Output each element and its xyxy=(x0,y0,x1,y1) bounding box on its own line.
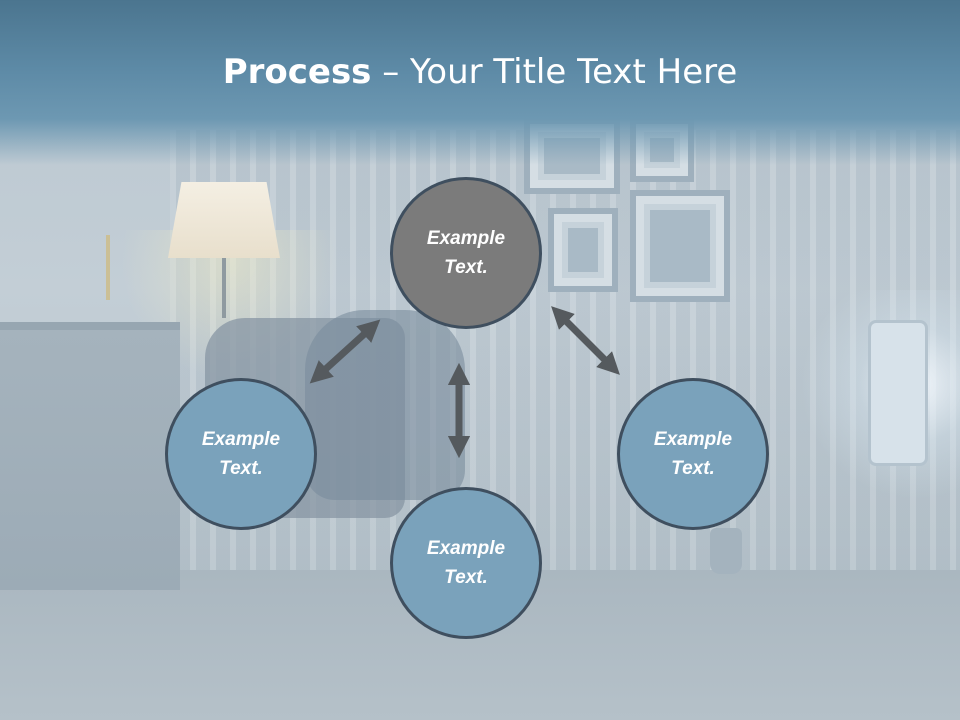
node-text-line2: Text. xyxy=(671,458,715,479)
process-node-bottom: Example Text. xyxy=(390,487,542,639)
node-text-line2: Text. xyxy=(444,567,488,588)
title-bold: Process xyxy=(222,52,372,92)
node-text-line2: Text. xyxy=(444,257,488,278)
node-text-line2: Text. xyxy=(219,458,263,479)
node-text-line1: Example xyxy=(426,228,506,249)
lamp-pole xyxy=(222,258,226,318)
arrow-center-left xyxy=(309,319,381,384)
process-node-right: Example Text. xyxy=(617,378,769,530)
dresser xyxy=(0,322,180,590)
picture-frame xyxy=(630,190,730,302)
title-band xyxy=(0,0,960,165)
lamp-shade xyxy=(168,182,280,258)
node-text-line1: Example xyxy=(426,538,506,559)
picture-frame xyxy=(548,208,618,292)
node-text-line1: Example xyxy=(201,429,281,450)
tv-screen xyxy=(868,320,928,466)
process-node-center: Example Text. xyxy=(390,177,542,329)
process-node-left: Example Text. xyxy=(165,378,317,530)
node-text-line1: Example xyxy=(653,429,733,450)
title-rest: – Your Title Text Here xyxy=(371,52,738,92)
candle xyxy=(106,235,110,300)
jug xyxy=(710,528,742,574)
arrow-center-right xyxy=(551,306,620,375)
slide-title: Process – Your Title Text Here xyxy=(0,52,960,92)
